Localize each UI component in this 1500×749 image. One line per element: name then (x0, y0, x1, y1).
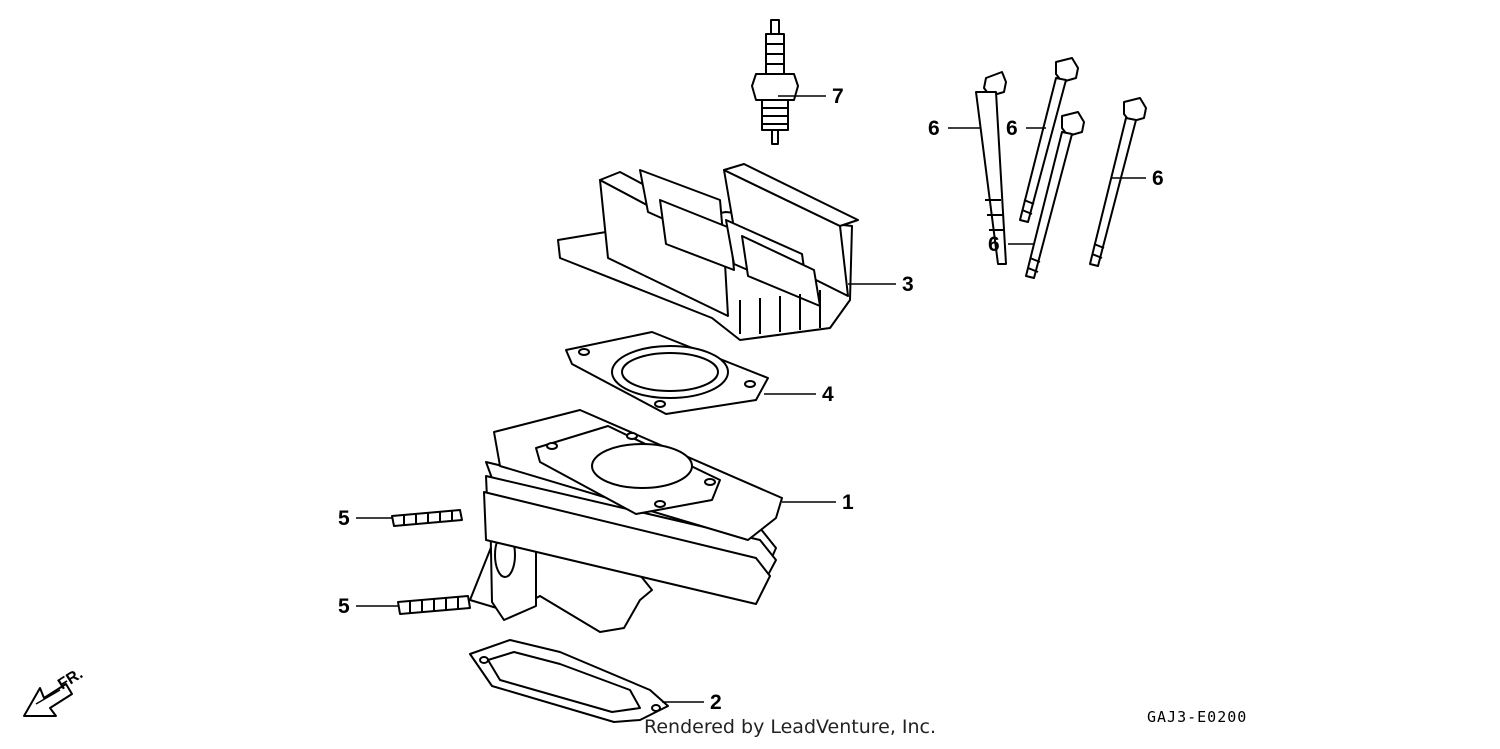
stud-upper (391, 509, 463, 527)
callout-7: 7 (832, 85, 844, 108)
render-credit: Rendered by LeadVenture, Inc. (644, 716, 937, 738)
callout-5-lower: 5 (338, 595, 350, 618)
front-arrow-icon (23, 683, 73, 717)
base-gasket (469, 639, 669, 723)
spark-plug (751, 19, 799, 145)
callout-6-d: 6 (1152, 167, 1164, 190)
callout-6-b: 6 (1006, 117, 1018, 140)
callout-4: 4 (822, 383, 834, 406)
stud-lower (397, 595, 471, 615)
bolt-3 (1025, 111, 1085, 279)
callout-3: 3 (902, 273, 914, 296)
cylinder-head (557, 163, 859, 341)
bolt-4 (1089, 97, 1147, 267)
cylinder (469, 409, 783, 633)
bolt-1 (975, 71, 1007, 265)
head-gasket (565, 331, 769, 415)
callout-6-c: 6 (988, 233, 1000, 256)
callout-1: 1 (842, 491, 854, 514)
callout-5-upper: 5 (338, 507, 350, 530)
diagram-code: GAJ3-E0200 (1147, 708, 1247, 726)
bolt-2 (1019, 57, 1079, 223)
callout-6-a: 6 (928, 117, 940, 140)
callout-2: 2 (710, 691, 722, 714)
